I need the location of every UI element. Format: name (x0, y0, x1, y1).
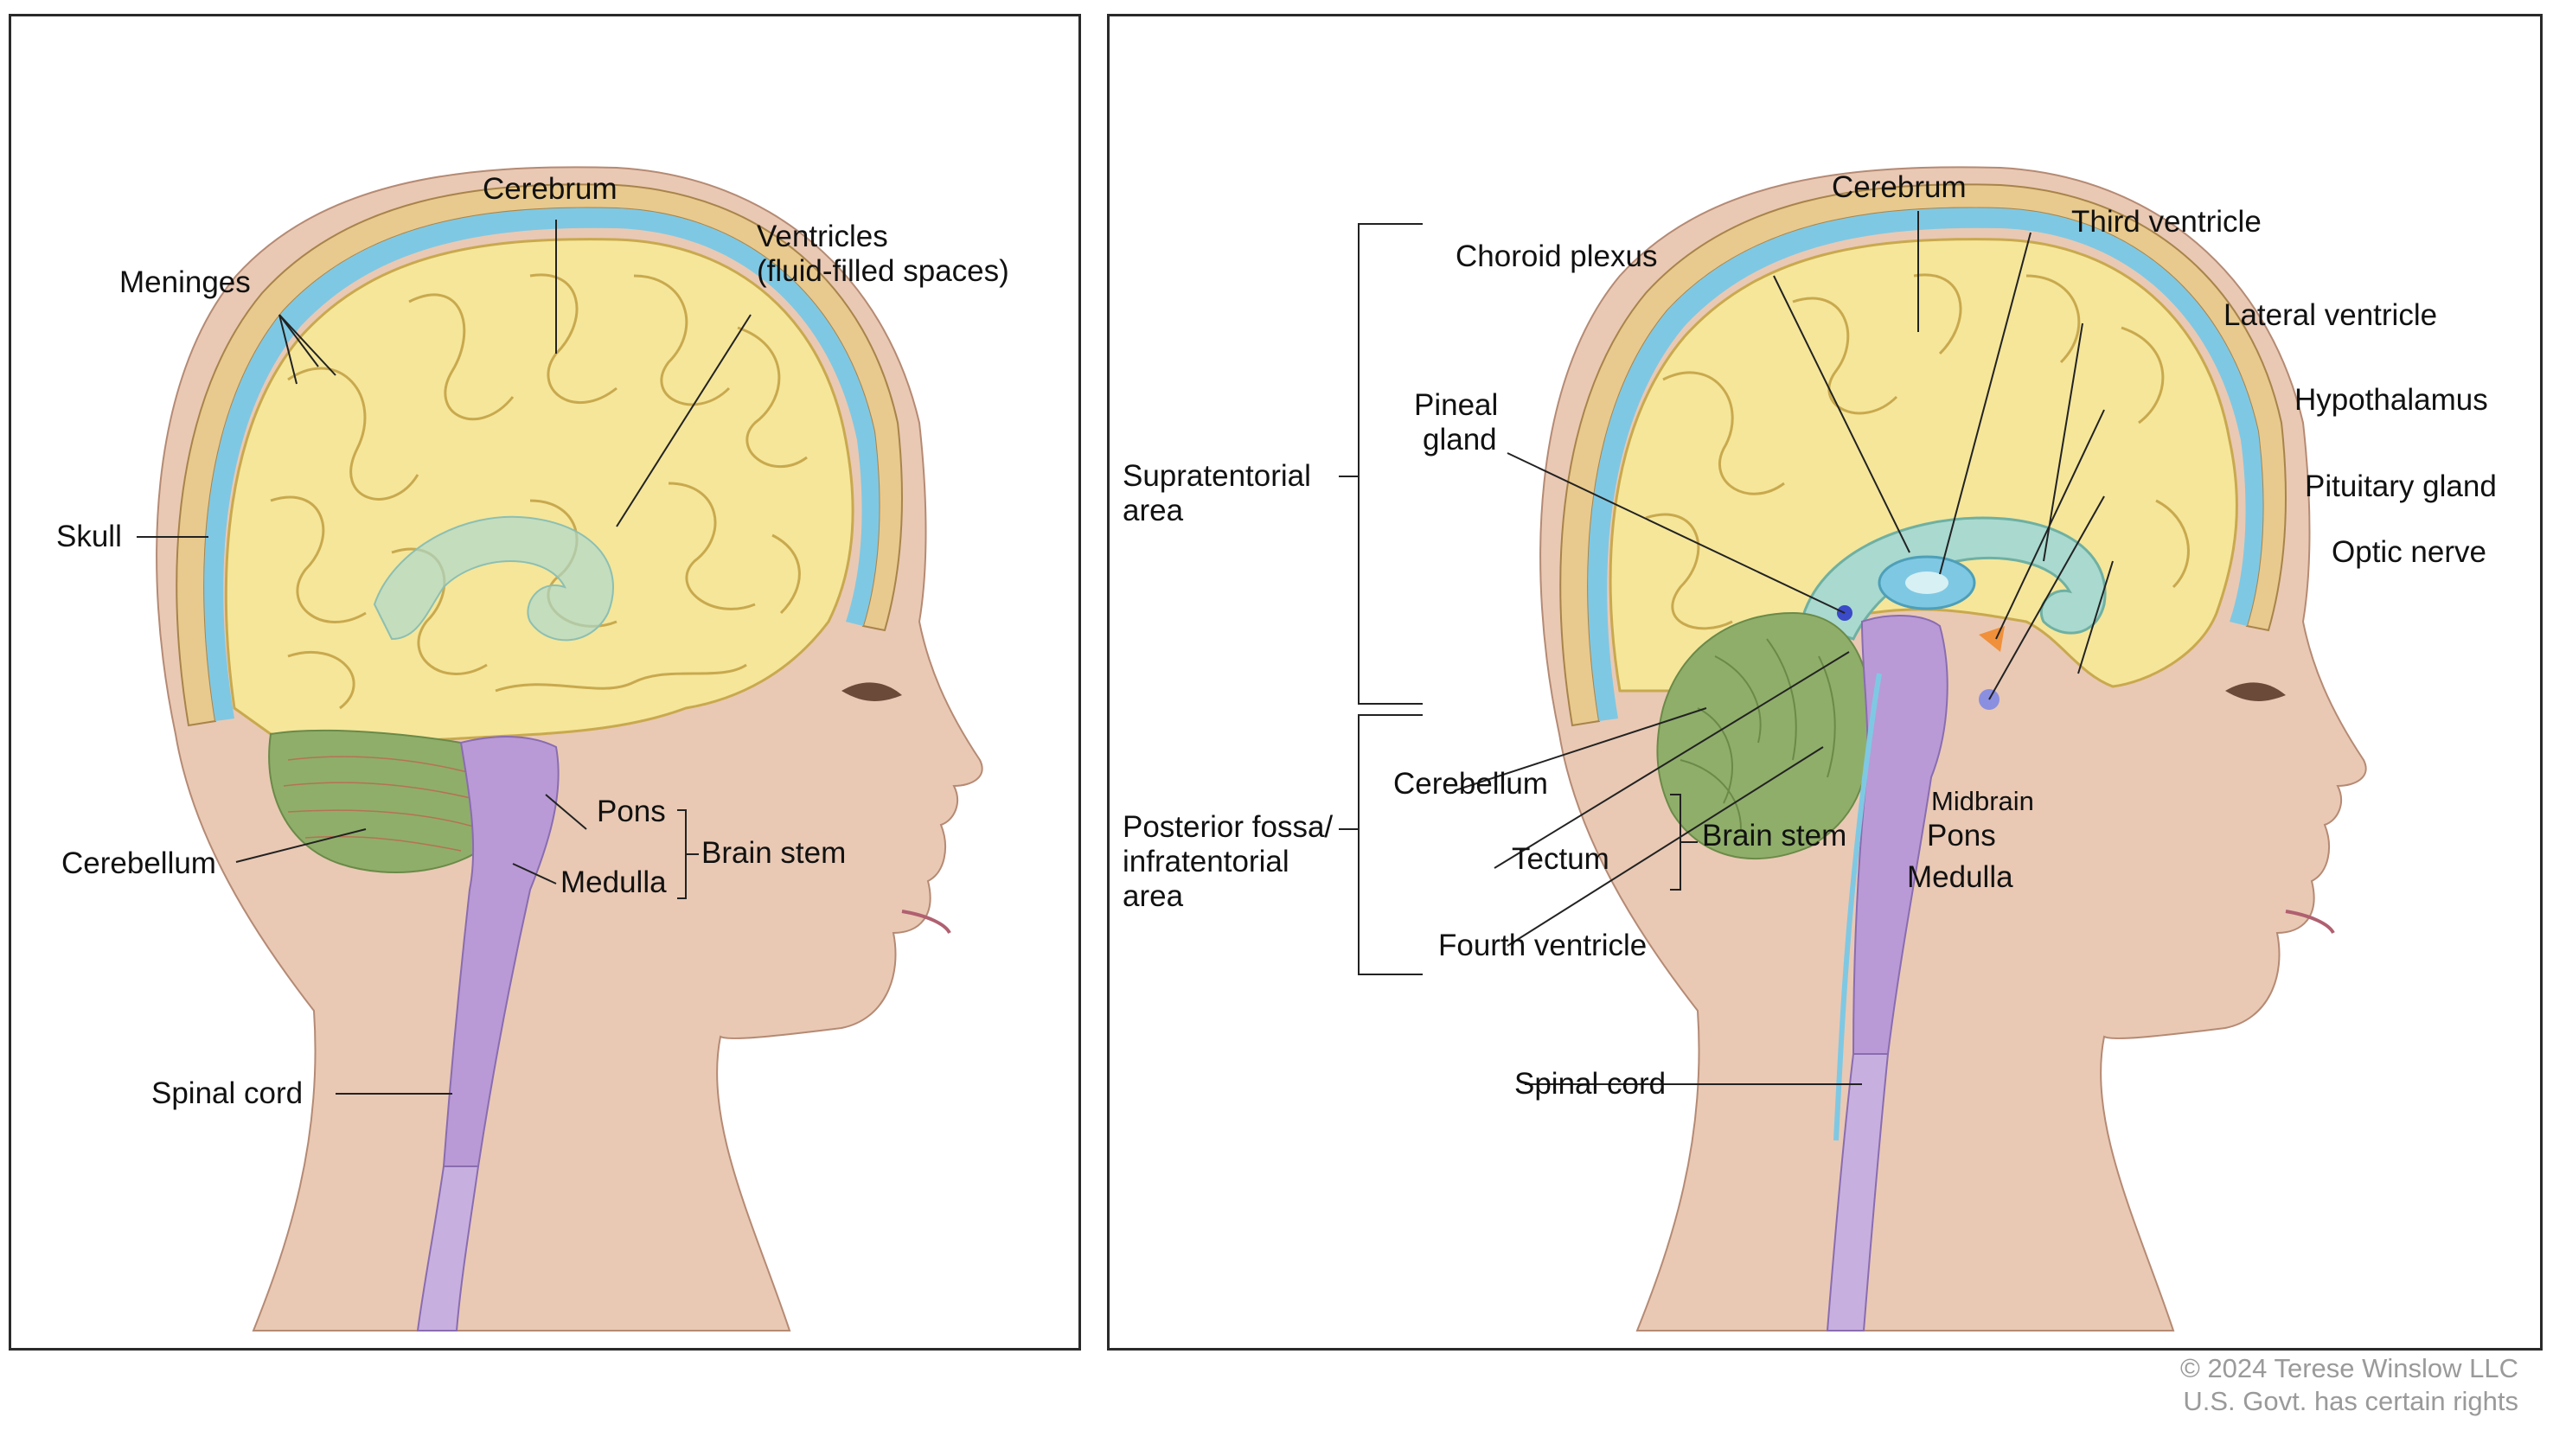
mouth-shape (2285, 910, 2335, 935)
label-skull: Skull (56, 520, 122, 553)
label-optic-nerve: Optic nerve (2332, 535, 2486, 569)
fourth-ventricle-shape (1833, 673, 1882, 1141)
ventricles-shape (373, 515, 614, 642)
label-cerebellum: Cerebellum (1393, 767, 1548, 801)
left-leader-lines (137, 220, 752, 1095)
label-tectum: Tectum (1512, 842, 1609, 876)
left-panel-brain-lateral-view: Cerebrum Ventricles (fluid-filled spaces… (9, 14, 1081, 1351)
label-pineal-gland-line2: gland (1423, 423, 1497, 457)
rights-line: U.S. Govt. has certain rights (2183, 1386, 2518, 1416)
label-spinal-cord: Spinal cord (151, 1076, 304, 1110)
label-choroid-plexus: Choroid plexus (1456, 239, 1658, 273)
label-brain-stem: Brain stem (701, 836, 847, 870)
lateral-ventricle-shape (1800, 516, 2107, 641)
lateral-brain-illustration (137, 166, 983, 1331)
label-cerebellum: Cerebellum (61, 846, 216, 880)
label-meninges: Meninges (119, 265, 251, 299)
label-supratentorial-line1: Supratentorial (1123, 459, 1311, 493)
eye-shape (2225, 682, 2286, 701)
label-supratentorial-line2: area (1123, 494, 1184, 527)
label-lateral-ventricle: Lateral ventricle (2223, 298, 2438, 332)
right-panel-brain-sagittal-view: Cerebrum Third ventricle Choroid plexus … (1107, 14, 2543, 1351)
copyright-line: © 2024 Terese Winslow LLC (2179, 1353, 2518, 1383)
sagittal-brain-illustration (1339, 166, 2367, 1331)
label-posterior-fossa-line3: area (1123, 879, 1184, 913)
spinal-cord-shape (416, 1165, 480, 1331)
label-ventricles: Ventricles (757, 220, 888, 253)
label-pons: Pons (597, 795, 666, 828)
label-brain-stem: Brain stem (1702, 819, 1847, 853)
label-medulla: Medulla (1907, 860, 2013, 894)
label-midbrain: Midbrain (1931, 786, 2034, 816)
label-hypothalamus: Hypothalamus (2294, 383, 2488, 417)
label-spinal-cord: Spinal cord (1514, 1067, 1667, 1101)
label-third-ventricle: Third ventricle (2071, 205, 2262, 239)
label-cerebrum: Cerebrum (483, 172, 617, 206)
label-medulla: Medulla (560, 865, 667, 899)
label-posterior-fossa-line1: Posterior fossa/ (1123, 810, 1334, 844)
label-pineal-gland-line1: Pineal (1414, 388, 1499, 422)
cerebellum-shape (1656, 611, 1872, 860)
eye-shape (841, 682, 902, 701)
label-fourth-ventricle: Fourth ventricle (1438, 929, 1648, 962)
mouth-shape (901, 910, 951, 935)
label-cerebrum: Cerebrum (1832, 170, 1967, 204)
right-leader-lines (1339, 211, 2114, 1085)
label-ventricles-note: (fluid-filled spaces) (757, 254, 1009, 288)
spinal-cord-shape (1826, 1053, 1890, 1331)
label-posterior-fossa-line2: infratentorial (1123, 845, 1289, 878)
label-pituitary-gland: Pituitary gland (2305, 469, 2497, 503)
brainstem-shape (442, 736, 560, 1167)
label-pons: Pons (1927, 819, 1996, 853)
